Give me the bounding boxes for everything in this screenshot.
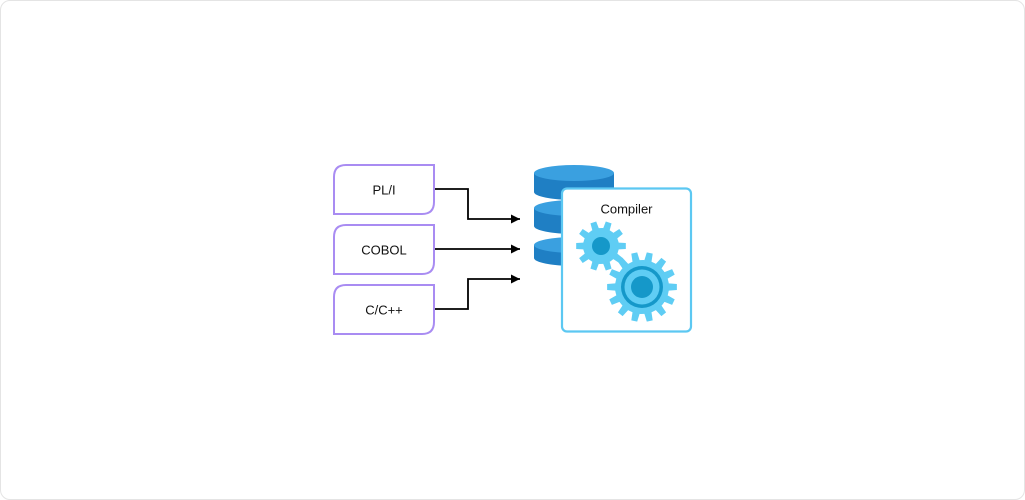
input-box-cobol: COBOL [333, 224, 435, 275]
input-label-pli: PL/I [372, 183, 395, 198]
input-label-cpp: C/C++ [365, 303, 403, 318]
gear-large-icon [607, 252, 677, 322]
arrow-cpp-to-compiler [435, 274, 520, 310]
gear-large-hub [631, 276, 653, 298]
compiler-label: Compiler [600, 202, 653, 217]
input-label-cobol: COBOL [361, 243, 407, 258]
input-box-cpp: C/C++ [333, 284, 435, 335]
gear-small-icon [576, 221, 626, 271]
arrow-pli-to-compiler [435, 188, 520, 224]
input-box-pli: PL/I [333, 164, 435, 215]
gear-small-hub [592, 237, 610, 255]
